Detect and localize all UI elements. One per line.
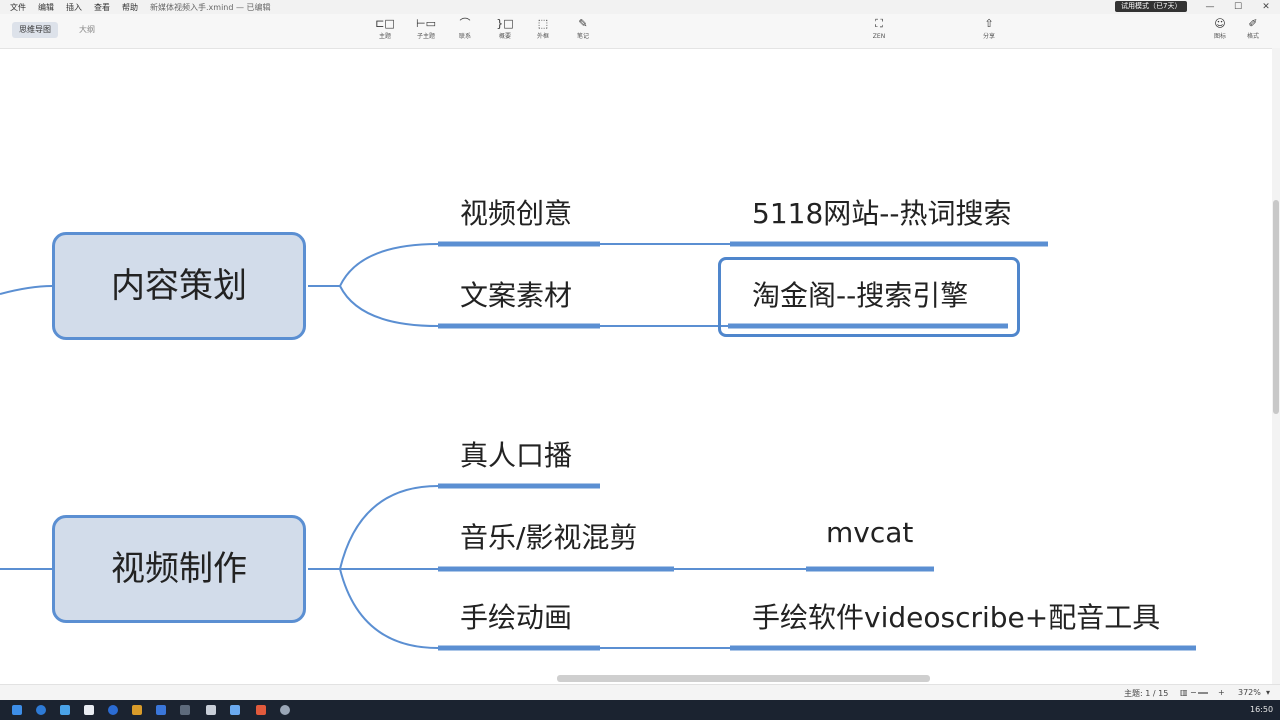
taskbar: 16:50 — [0, 700, 1280, 720]
start-icon[interactable] — [12, 705, 22, 715]
summary-button[interactable]: }□ 概要 — [488, 16, 522, 46]
note-button[interactable]: ✎ 笔记 — [566, 16, 600, 46]
app-icon-5[interactable] — [180, 705, 190, 715]
boundary-button[interactable]: ⬚ 外框 — [526, 16, 560, 46]
xmind-icon[interactable] — [256, 705, 266, 715]
app-icon-2[interactable] — [84, 705, 94, 715]
clock: 16:50 — [1250, 705, 1274, 714]
menu-help[interactable]: 帮助 — [122, 3, 138, 12]
file-explorer-icon[interactable] — [132, 705, 142, 715]
relation-button[interactable]: ⌒ 联系 — [448, 16, 482, 46]
topic-5118-hotword-search[interactable]: 5118网站--热词搜索 — [752, 197, 1012, 230]
app-icon-7[interactable] — [230, 705, 240, 715]
share-button[interactable]: ⇧ 分享 — [972, 16, 1006, 46]
app-icon-3[interactable] — [108, 705, 118, 715]
selected-topic-frame — [718, 257, 1020, 337]
note-icon: ✎ — [578, 17, 588, 30]
topic-video-idea[interactable]: 视频创意 — [460, 197, 573, 230]
topic-copy-material[interactable]: 文案素材 — [460, 279, 573, 312]
zoom-slider[interactable] — [1198, 692, 1208, 694]
relation-icon: ⌒ — [459, 17, 471, 30]
trial-badge[interactable]: 试用模式（已7天） — [1115, 1, 1188, 12]
app-icon-8[interactable] — [280, 705, 290, 715]
menu-bar: 文件 编辑 插入 查看 帮助 新媒体视频入手.xmind — 已编辑 试用模式（… — [0, 0, 1280, 14]
mindmap-canvas[interactable]: 内容策划 视频制作 视频创意 文案素材 5118网站--热词搜索 淘金阁--搜索… — [0, 48, 1272, 692]
central-topic-video-production[interactable]: 视频制作 — [52, 515, 306, 623]
zen-button[interactable]: ⛶ ZEN — [862, 16, 896, 46]
horizontal-scroll-thumb[interactable] — [557, 675, 930, 682]
vertical-scroll-thumb[interactable] — [1273, 200, 1279, 414]
subtopic-icon: ⊢▭ — [416, 17, 436, 30]
topic-count: 主题: 1 / 15 — [1124, 689, 1169, 698]
book-icon[interactable]: ▥ — [1180, 688, 1188, 697]
icons-button[interactable]: ☺ 图标 — [1203, 16, 1237, 46]
topic-live-narration[interactable]: 真人口播 — [460, 439, 573, 472]
summary-icon: }□ — [496, 17, 514, 30]
topic-music-film-remix[interactable]: 音乐/影视混剪 — [460, 521, 638, 554]
tab-outline[interactable]: 大纲 — [79, 25, 95, 34]
share-icon: ⇧ — [984, 17, 994, 30]
chevron-down-icon[interactable]: ▾ — [1266, 688, 1271, 697]
zoom-out-icon[interactable]: − — [1190, 688, 1197, 697]
app-icon-1[interactable] — [60, 705, 70, 715]
central-topic-content-planning[interactable]: 内容策划 — [52, 232, 306, 340]
topic-videoscribe-voice-tools[interactable]: 手绘软件videoscribe+配音工具 — [752, 601, 1161, 634]
toolbar: 思维导图 大纲 ⊏□ 主题 ⊢▭ 子主题 ⌒ 联系 }□ 概要 ⬚ 外框 ✎ 笔… — [0, 14, 1280, 49]
zen-icon: ⛶ — [875, 17, 883, 30]
topic-button[interactable]: ⊏□ 主题 — [368, 16, 402, 46]
mindmap-connectors — [0, 241, 1196, 651]
zoom-level[interactable]: 372% — [1238, 688, 1261, 697]
menu-edit[interactable]: 编辑 — [38, 3, 54, 12]
topic-hand-drawn-animation[interactable]: 手绘动画 — [460, 601, 573, 634]
close-icon[interactable]: ✕ — [1262, 2, 1270, 12]
emoji-icon: ☺ — [1214, 17, 1226, 30]
topic-mvcat[interactable]: mvcat — [826, 516, 914, 549]
tab-mindmap[interactable]: 思维导图 — [12, 22, 58, 38]
menu-insert[interactable]: 插入 — [66, 3, 82, 12]
boundary-icon: ⬚ — [537, 17, 549, 30]
minimize-icon[interactable]: — — [1205, 2, 1215, 12]
menu-view[interactable]: 查看 — [94, 3, 110, 12]
app-icon-6[interactable] — [206, 705, 216, 715]
brush-icon: ✐ — [1248, 17, 1258, 30]
menu-file[interactable]: 文件 — [10, 3, 26, 12]
document-title: 新媒体视频入手.xmind — 已编辑 — [150, 3, 271, 12]
edge-browser-icon[interactable] — [36, 705, 46, 715]
maximize-icon[interactable]: ☐ — [1233, 2, 1243, 12]
app-icon-4[interactable] — [156, 705, 166, 715]
zoom-in-icon[interactable]: + — [1218, 688, 1225, 697]
format-button[interactable]: ✐ 格式 — [1236, 16, 1270, 46]
topic-taojinge-search-engine[interactable]: 淘金阁--搜索引擎 — [752, 279, 969, 312]
subtopic-button[interactable]: ⊢▭ 子主题 — [409, 16, 443, 46]
status-bar: 主题: 1 / 15 ▥ − + 372% ▾ — [0, 684, 1280, 701]
topic-icon: ⊏□ — [375, 17, 395, 30]
